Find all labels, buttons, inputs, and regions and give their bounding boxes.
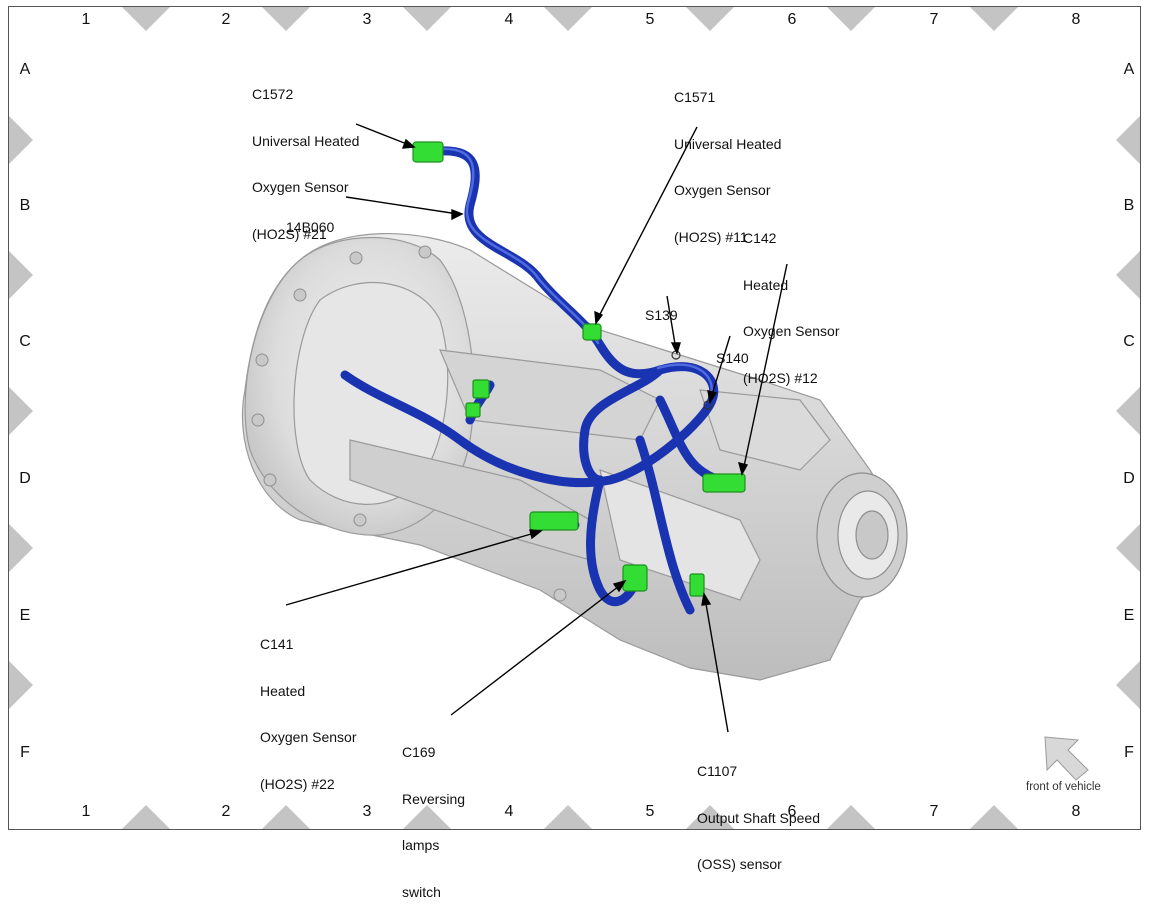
- grid-row-right-c: C: [1123, 333, 1135, 350]
- grid-col-bottom-6: 6: [787, 803, 797, 820]
- grid-row-left-e: E: [19, 607, 31, 624]
- callout-s139-line-1: S139: [645, 307, 678, 323]
- diagram-frame: [8, 6, 1141, 830]
- grid-col-bottom-4: 4: [504, 803, 514, 820]
- grid-col-top-8: 8: [1071, 11, 1081, 28]
- grid-row-left-d: D: [19, 470, 31, 487]
- grid-row-left-f: F: [20, 744, 30, 761]
- callout-s139: S139: [645, 277, 678, 339]
- callout-14b060: 14B060: [286, 189, 334, 251]
- grid-col-top-2: 2: [221, 11, 231, 28]
- grid-col-top-6: 6: [787, 11, 797, 28]
- callout-c142-line-4: (HO2S) #12: [743, 369, 818, 386]
- grid-col-bottom-5: 5: [645, 803, 655, 820]
- grid-col-bottom-3: 3: [362, 803, 372, 820]
- callout-c1571-line-3: Oxygen Sensor: [674, 182, 771, 198]
- output-flange: [816, 472, 908, 598]
- wiring-diagram: [9, 7, 1140, 829]
- callout-c1571-line-2: Universal Heated: [674, 135, 782, 152]
- connectors: [412, 141, 746, 597]
- grid-col-top-7: 7: [929, 11, 939, 28]
- grid-row-right-b: B: [1123, 197, 1135, 214]
- connector-c141: [529, 511, 579, 531]
- connector-c1107: [689, 573, 705, 597]
- callout-c142-line-1: C142: [743, 230, 777, 246]
- bolt-bosses: [251, 245, 567, 602]
- connector-c169: [622, 564, 648, 592]
- grid-row-left-c: C: [19, 333, 31, 350]
- grid-col-bottom-1: 1: [81, 803, 91, 820]
- grid-row-right-a: A: [1123, 61, 1135, 78]
- connector-c1572: [412, 141, 444, 163]
- callout-c1571: C1571 Universal Heated Oxygen Sensor (HO…: [674, 59, 781, 261]
- callout-c169-line-4: switch: [402, 883, 441, 900]
- callout-c141-line-3: Oxygen Sensor: [260, 729, 357, 745]
- callout-s140: S140: [716, 320, 749, 382]
- callout-c169-line-2: Reversing: [402, 790, 466, 807]
- grid-col-bottom-2: 2: [221, 803, 231, 820]
- grid-col-top-1: 1: [81, 11, 91, 28]
- callout-c169-line-3: lamps: [402, 837, 440, 853]
- callout-s140-line-1: S140: [716, 350, 749, 366]
- callout-c142: C142 Heated Oxygen Sensor (HO2S) #12: [743, 200, 840, 402]
- callout-c141-line-4: (HO2S) #22: [260, 775, 335, 792]
- front-of-vehicle-label: front of vehicle: [1026, 781, 1101, 793]
- callout-c1107-line-2: Output Shaft Speed: [697, 809, 820, 826]
- connector-aux-1: [472, 379, 490, 399]
- callout-c1572: C1572 Universal Heated Oxygen Sensor (HO…: [252, 56, 359, 258]
- grid-row-right-f: F: [1124, 744, 1134, 761]
- callout-c1572-line-1: C1572: [252, 86, 294, 102]
- grid-row-left-a: A: [19, 61, 31, 78]
- callout-c142-line-3: Oxygen Sensor: [743, 323, 840, 339]
- callout-c1572-line-3: Oxygen Sensor: [252, 179, 349, 195]
- callout-c1107-line-3: (OSS) sensor: [697, 856, 782, 872]
- grid-col-top-4: 4: [504, 11, 514, 28]
- callout-c1107-line-1: C1107: [697, 763, 738, 779]
- grid-col-bottom-7: 7: [929, 803, 939, 820]
- grid-row-right-d: D: [1123, 470, 1135, 487]
- callout-c141-line-2: Heated: [260, 682, 306, 699]
- grid-markers: [9, 7, 1140, 829]
- callout-c141: C141 Heated Oxygen Sensor (HO2S) #22: [260, 606, 357, 808]
- connector-c142: [702, 473, 746, 493]
- callout-c1571-line-1: C1571: [674, 89, 716, 105]
- splice-s140: [703, 400, 713, 410]
- callout-c142-line-2: Heated: [743, 276, 789, 293]
- callout-c141-line-1: C141: [260, 636, 294, 652]
- callout-c1571-line-4: (HO2S) #11: [674, 228, 748, 245]
- callout-c169: C169 Reversing lamps switch: [402, 714, 465, 916]
- connector-c1571: [582, 323, 602, 341]
- grid-col-top-5: 5: [645, 11, 655, 28]
- callout-c1572-line-4: (HO2S) #21: [252, 225, 327, 242]
- leader-lines: [285, 123, 788, 733]
- callout-14b060-line-1: 14B060: [286, 219, 335, 235]
- callout-c169-line-1: C169: [402, 744, 436, 760]
- connector-aux-2: [465, 402, 481, 418]
- arrow-up-left-icon: [1044, 736, 1089, 781]
- grid-col-bottom-8: 8: [1071, 803, 1081, 820]
- grid-row-right-e: E: [1123, 607, 1135, 624]
- callout-c1107: C1107 Output Shaft Speed (OSS) sensor: [697, 733, 820, 888]
- grid-col-top-3: 3: [362, 11, 372, 28]
- grid-row-left-b: B: [19, 197, 31, 214]
- callout-c1572-line-2: Universal Heated: [252, 132, 360, 149]
